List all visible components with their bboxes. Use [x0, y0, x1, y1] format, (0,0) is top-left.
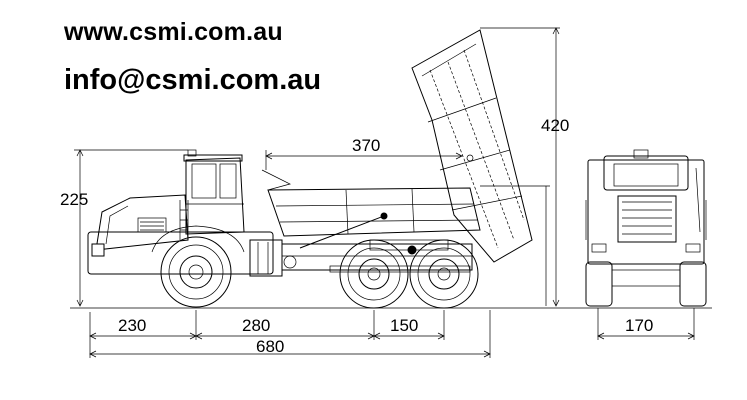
rear-chassis [281, 243, 473, 271]
cab-window-front [191, 163, 217, 199]
front-view-right-tyre [679, 261, 707, 307]
hood-grille [105, 205, 129, 245]
articulation-joint [249, 239, 283, 277]
tipped-dump-body [411, 29, 533, 263]
dim-overall-length: 680 [256, 337, 285, 356]
dim-tandem-spacing: 150 [390, 316, 419, 335]
side-view-truck [87, 29, 533, 309]
hoist-cylinder [299, 215, 385, 249]
dim-track-width: 170 [625, 316, 654, 335]
hood-vent [137, 217, 167, 233]
front-bumper [91, 243, 105, 257]
front-fender [151, 225, 245, 253]
front-view-radiator [617, 195, 677, 243]
dim-tipped-height: 420 [541, 116, 570, 135]
front-view-truck [585, 149, 707, 307]
cab-window-rear [219, 163, 237, 199]
website-text[interactable]: www.csmi.com.au [64, 18, 283, 46]
front-view-body [587, 159, 705, 265]
cab-roof [183, 154, 243, 162]
dim-overall-height: 225 [60, 190, 89, 209]
cab [185, 157, 245, 235]
dim-front-overhang: 230 [118, 316, 147, 335]
dim-wheelbase-front: 280 [242, 316, 271, 335]
front-view-cab [603, 155, 689, 191]
dimension-lines [74, 27, 695, 358]
front-wheel [160, 236, 232, 308]
bogie-beam [369, 239, 449, 251]
front-view-left-tyre [585, 261, 613, 307]
email-text[interactable]: info@csmi.com.au [64, 64, 322, 96]
engine-hood [95, 194, 189, 251]
dump-body [267, 187, 481, 237]
cab-ladder [179, 200, 189, 240]
dim-body-length: 370 [352, 136, 381, 155]
